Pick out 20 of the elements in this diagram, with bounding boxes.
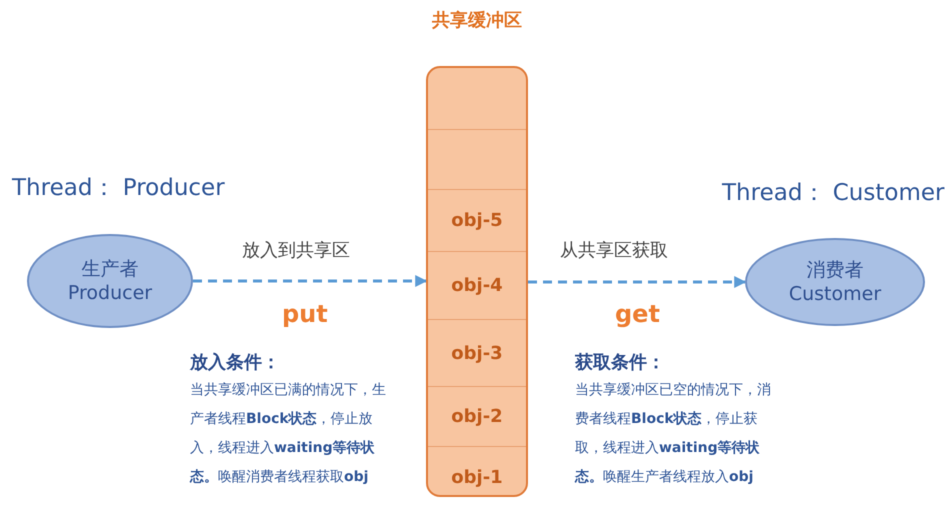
condition-heading: 放入条件：: [190, 351, 280, 374]
thread-name: Thread： Producer: [12, 174, 225, 203]
buffer-slot: obj-1: [428, 447, 526, 495]
buffer-slot: obj-5: [428, 190, 526, 252]
buffer-slot: obj-3: [428, 320, 526, 387]
thread-name: Thread： Customer: [722, 179, 944, 208]
buffer-slot: obj-4: [428, 252, 526, 320]
buffer-slot: obj-2: [428, 387, 526, 447]
dashed-arrow: [528, 276, 746, 288]
buffer-title: 共享缓冲区: [431, 9, 523, 32]
dashed-arrow: [193, 275, 428, 287]
edge-label: 从共享区获取: [558, 238, 670, 262]
condition-text: 当共享缓冲区已满的情况下，生产者线程Block状态，停止放入，线程进入waiting等待状态。唤醒消费者线程获取obj: [190, 381, 387, 487]
edge-label: 放入到共享区: [240, 238, 352, 262]
operation-label: get: [615, 300, 660, 328]
thread-ellipse: 消费者 Customer: [745, 238, 925, 326]
thread-ellipse: 生产者 Producer: [27, 234, 193, 328]
condition-heading: 获取条件：: [575, 351, 665, 374]
operation-label: put: [282, 300, 328, 328]
condition-text: 当共享缓冲区已空的情况下，消费者线程Block状态，停止获取，线程进入waiting等待状态。唤醒生产者线程放入obj: [575, 381, 772, 487]
